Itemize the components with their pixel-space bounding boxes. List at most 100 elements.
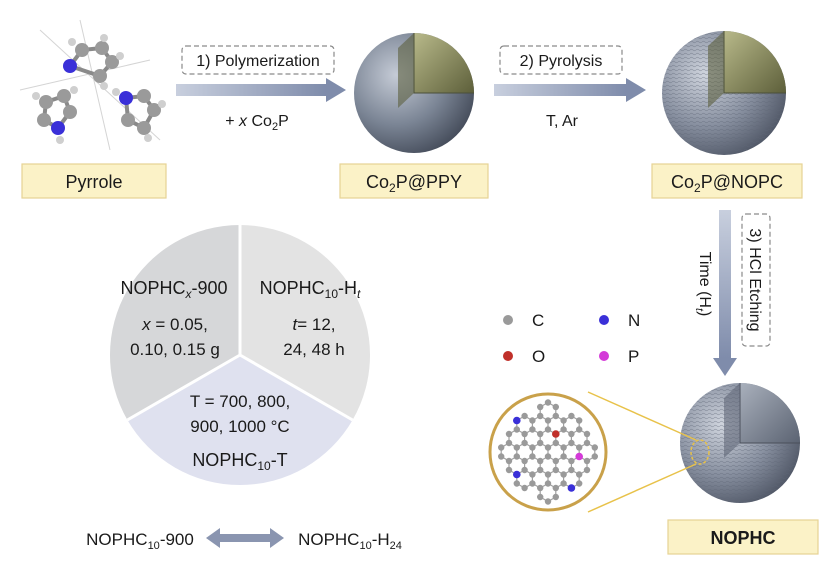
legend-dot — [599, 351, 609, 361]
lattice-atom-c — [513, 480, 520, 487]
lattice-atom-c — [529, 480, 536, 487]
lattice-atom-c — [529, 471, 536, 478]
lattice-atom-c — [544, 444, 552, 451]
lattice-atom-c — [568, 457, 575, 465]
lattice-atom-c — [537, 466, 544, 474]
lattice-atom-c — [521, 412, 528, 420]
lattice-atom-c — [521, 466, 528, 474]
svg-text:3) HCl Etching: 3) HCl Etching — [746, 228, 763, 331]
comparison-left: NOPHC10-900 — [86, 530, 194, 552]
legend-label: C — [532, 311, 544, 330]
lattice-atom-c — [544, 399, 552, 406]
pyrrole-molecule-1 — [63, 34, 124, 90]
pie-bottom-line2: 900, 1000 °C — [190, 417, 289, 436]
lattice-atom-c — [498, 444, 505, 451]
nophc-lattice-zoom — [488, 392, 608, 512]
pyrrole-molecule-3 — [112, 88, 166, 142]
label-nophc: NOPHC — [667, 519, 819, 555]
pie-left-line2: 0.10, 0.15 g — [130, 340, 220, 359]
lattice-atom-c — [505, 439, 513, 447]
pie-slice-x-series — [109, 225, 240, 420]
lattice-atom-c — [583, 439, 591, 447]
lattice-atom-c — [560, 453, 567, 460]
lattice-atom-c — [544, 471, 552, 478]
lattice-atom-o — [552, 430, 560, 438]
element-legend: C N O P — [503, 311, 640, 366]
legend-dot — [503, 315, 513, 325]
lattice-atom-c — [591, 453, 598, 460]
lattice-atom-c — [505, 430, 513, 438]
sphere-nophc — [680, 383, 800, 503]
comparison-row: NOPHC10-900 NOPHC10-H24 — [86, 528, 402, 552]
lattice-atom-c — [521, 439, 528, 447]
lattice-atom-c — [560, 471, 567, 478]
arrow-step-pyrolysis — [494, 78, 646, 102]
lattice-atom-c — [529, 453, 536, 460]
lattice-atom-c — [576, 417, 583, 424]
svg-text:2) Pyrolysis: 2) Pyrolysis — [520, 53, 603, 70]
lattice-atom-c — [552, 484, 559, 492]
lattice-atom-c — [513, 444, 520, 451]
lattice-atom-c — [521, 430, 528, 438]
svg-text:Pyrrole: Pyrrole — [65, 172, 122, 192]
svg-text:1) Polymerization: 1) Polymerization — [196, 53, 320, 70]
lattice-atom-c — [513, 453, 520, 460]
lattice-atom-c — [568, 466, 575, 474]
lattice-atom-c — [544, 453, 552, 460]
lattice-atom-c — [568, 430, 575, 438]
condition-step3: Time (Ht) — [693, 252, 713, 317]
condition-pie: NOPHCx-900 x = 0.05, 0.10, 0.15 g NOPHC1… — [109, 225, 371, 486]
pie-right-line1: t= 12, — [292, 315, 335, 334]
svg-text:NOPHC: NOPHC — [710, 528, 775, 548]
legend-item-p: P — [599, 347, 639, 366]
lattice-atom-c — [552, 493, 559, 501]
pie-bottom-line1: T = 700, 800, — [190, 392, 290, 411]
lattice-atom-c — [537, 403, 544, 411]
lattice-atom-c — [537, 484, 544, 492]
label-pyrrole: Pyrrole — [21, 163, 167, 199]
pie-right-title: NOPHC10-Ht — [260, 278, 361, 301]
label-co2p-ppy: Co2P@PPY — [339, 163, 489, 199]
pyrrole-molecules — [19, 19, 166, 151]
lattice-atom-c — [576, 471, 583, 478]
lattice-atom-c — [576, 480, 583, 487]
legend-label: N — [628, 311, 640, 330]
zoom-lines — [587, 391, 697, 513]
legend-item-c: C — [503, 311, 544, 330]
lattice-atom-c — [591, 444, 598, 451]
lattice-atom-c — [552, 412, 559, 420]
lattice-atom-c — [583, 430, 591, 438]
legend-item-n: N — [599, 311, 640, 330]
lattice-atom-c — [529, 417, 536, 424]
lattice-atom-c — [529, 426, 536, 433]
sphere-co2p-nopc — [662, 31, 786, 155]
double-arrow-icon — [206, 528, 284, 548]
sphere-co2p-ppy — [354, 33, 474, 153]
legend-label: O — [532, 347, 545, 366]
lattice-atom-c — [537, 493, 544, 501]
legend-label: P — [628, 347, 639, 366]
lattice-atom-c — [505, 466, 513, 474]
pie-left-title: NOPHCx-900 — [120, 278, 227, 301]
lattice-atom-c — [552, 403, 559, 411]
arrow-step-etching — [713, 210, 737, 376]
lattice-atom-c — [544, 480, 552, 487]
condition-step1: + x Co2P — [225, 113, 289, 133]
lattice-atom-c — [560, 417, 567, 424]
lattice-atom-n — [513, 416, 521, 425]
lattice-atom-p — [575, 452, 583, 461]
label-co2p-nopc: Co2P@NOPC — [651, 163, 803, 199]
lattice-atom-c — [560, 444, 567, 451]
comparison-right: NOPHC10-H24 — [298, 530, 402, 552]
svg-text:Co2P@PPY: Co2P@PPY — [366, 172, 462, 195]
legend-item-o: O — [503, 347, 545, 366]
lattice-atom-c — [576, 426, 583, 433]
lattice-atom-c — [544, 426, 552, 433]
lattice-atom-c — [537, 457, 544, 465]
lattice-atom-c — [552, 439, 559, 447]
lattice-atom-c — [552, 457, 559, 465]
lattice-atom-n — [567, 484, 576, 492]
svg-text:Co2P@NOPC: Co2P@NOPC — [671, 172, 783, 195]
lattice-atom-c — [544, 417, 552, 424]
